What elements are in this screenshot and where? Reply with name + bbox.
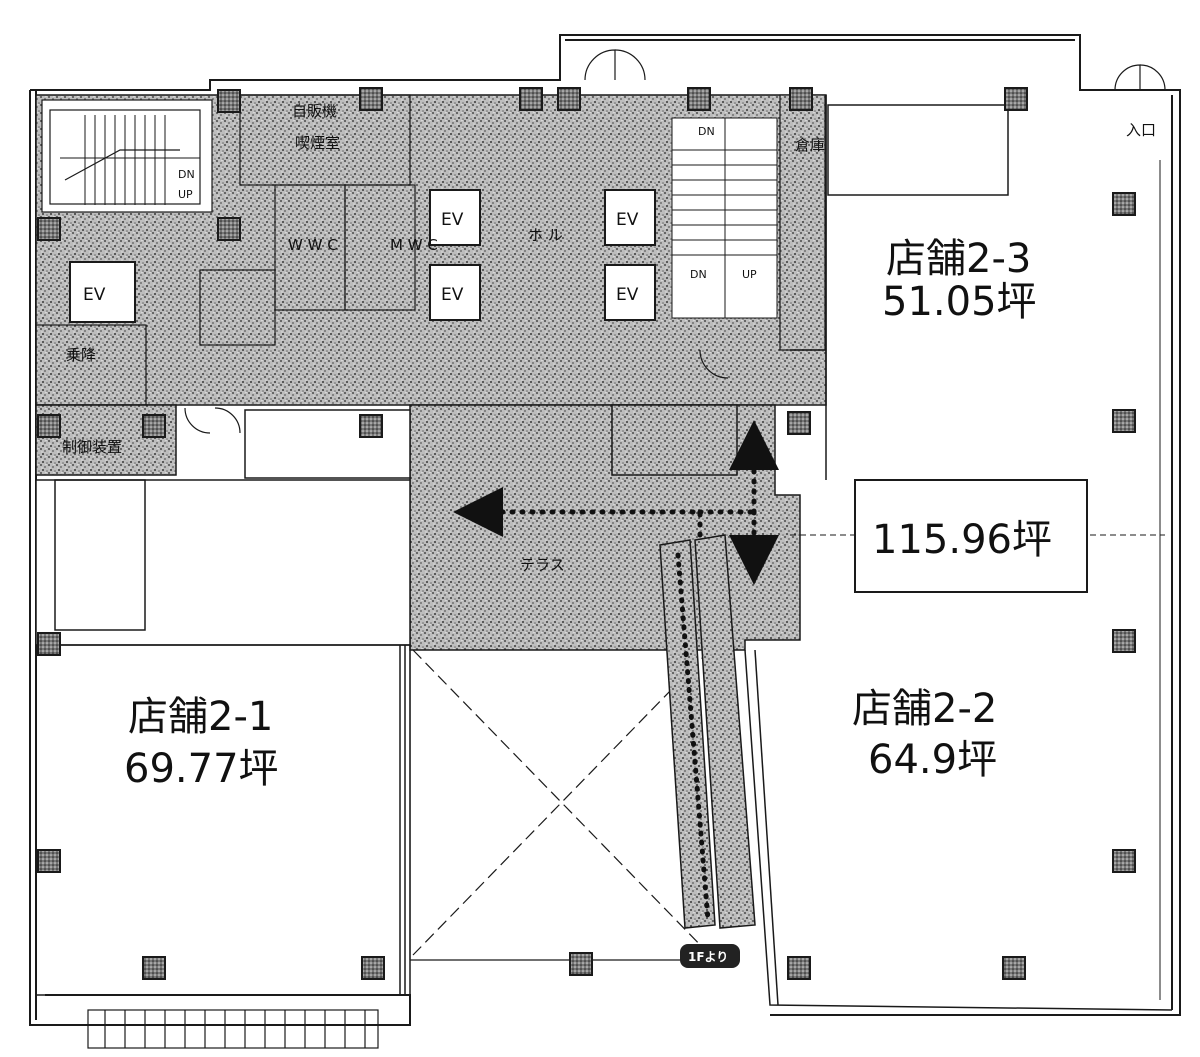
circulation-arrows [453,420,779,585]
terrace-area [409,404,801,651]
shop-2-1-boundary [35,644,411,996]
elevators [69,189,656,323]
doors [184,49,1166,434]
ev-label-2: EV [441,210,464,230]
stair-up-label: UP [178,188,193,201]
atrium-edges [409,650,680,961]
stair-right-up: UP [742,268,757,281]
escalator-badge: 1Fより [680,944,740,968]
vending-label: 自販機 [292,102,337,120]
combined-area-label: 115.96坪 [872,517,1052,563]
ev-label-5: EV [616,285,639,305]
shop-2-2-label: 店舗2-2 64.9坪 [852,686,997,783]
ride-label: 乗降 [66,346,96,364]
shop-2-3-label: 店舗2-3 51.05坪 [882,236,1037,325]
shop-2-2-name: 店舗2-2 [852,686,997,732]
shop-2-1-area: 69.77坪 [124,746,279,792]
mwc-label: M W C [390,236,438,254]
ev-label-1: EV [83,285,106,305]
entrance-label: 入口 [1126,121,1156,139]
service-rooms [35,94,416,406]
shop-2-1-balcony [87,1009,379,1049]
shop-2-3-name: 店舗2-3 [886,236,1031,282]
escalator-route [675,552,711,923]
stair-dn-label: DN [178,168,195,181]
smoking-room-label: 喫煙室 [295,134,340,152]
shop-2-3-area: 51.05坪 [882,279,1037,325]
shop-2-2-area: 64.9坪 [868,737,997,783]
wwc-label: W W C [288,236,338,254]
stair-right-dn: DN [690,268,707,281]
shop-voids [35,104,1009,646]
stairs-left [41,99,213,213]
terrace-label: テラス [520,556,565,574]
atrium-void [412,649,711,956]
ev-label-3: EV [441,285,464,305]
control-label: 制御装置 [62,438,122,456]
shop-2-3-boundary [790,95,827,480]
shop-2-2-boundary [744,649,1173,1011]
ev-label-4: EV [616,210,639,230]
stair-right-dn-top: DN [698,125,715,138]
structural-columns [37,87,1136,980]
escalator-badge-label: 1Fより [688,950,728,964]
hall-label: ホ ル [528,226,563,244]
stairs-right [671,117,778,319]
storage-label: 倉庫 [795,136,825,154]
shop-2-1-label: 店舗2-1 69.77坪 [124,694,279,792]
shop-2-1-name: 店舗2-1 [128,694,273,740]
combined-area-box: 115.96坪 [854,479,1088,593]
